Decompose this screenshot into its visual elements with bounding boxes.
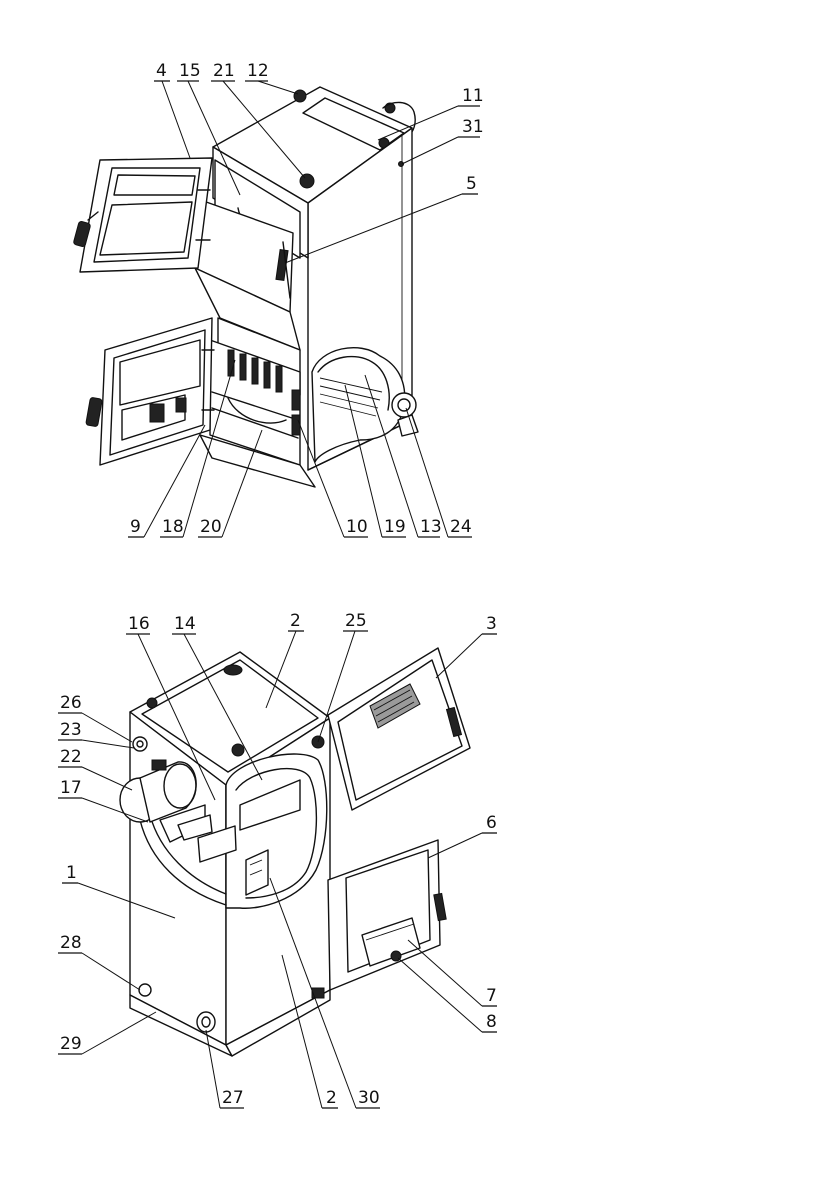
callout-4: 4: [154, 61, 191, 159]
svg-text:22: 22: [60, 747, 82, 767]
svg-text:30: 30: [358, 1088, 380, 1108]
svg-text:2: 2: [326, 1088, 337, 1108]
callout-17: 17: [58, 778, 149, 823]
lower-door-open: [85, 317, 215, 466]
callout-6: 6: [427, 813, 497, 859]
boiler-rear-view: [119, 647, 471, 1057]
svg-text:16: 16: [128, 614, 150, 634]
callout-23: 23: [58, 720, 135, 749]
callout-13: 13: [364, 374, 442, 538]
callout-11: 11: [377, 86, 484, 141]
callout-14: 14: [172, 614, 263, 781]
callout-18: 18: [160, 359, 236, 538]
upper-door-detached: [327, 647, 471, 811]
callout-28: 28: [58, 933, 141, 991]
callout-29: 29: [58, 1011, 157, 1055]
svg-text:3: 3: [486, 614, 497, 634]
callout-9: 9: [128, 424, 206, 538]
svg-text:2: 2: [290, 611, 301, 631]
svg-text:12: 12: [247, 61, 269, 81]
callout-30: 30: [269, 877, 380, 1109]
svg-text:9: 9: [130, 517, 141, 537]
svg-text:4: 4: [156, 61, 167, 81]
svg-text:13: 13: [420, 517, 442, 537]
callout-10: 10: [297, 419, 368, 538]
svg-text:14: 14: [174, 614, 196, 634]
upper-door-open: [73, 157, 213, 273]
callout-15: 15: [177, 61, 241, 196]
callout-5: 5: [284, 174, 478, 264]
callout-2-top: 2: [265, 611, 304, 709]
callout-19: 19: [344, 384, 406, 538]
svg-text:23: 23: [60, 720, 82, 740]
svg-text:27: 27: [222, 1088, 244, 1108]
svg-text:1: 1: [66, 863, 77, 883]
svg-text:6: 6: [486, 813, 497, 833]
svg-text:21: 21: [213, 61, 235, 81]
callout-26: 26: [58, 693, 133, 743]
callout-8: 8: [397, 957, 497, 1033]
svg-text:20: 20: [200, 517, 222, 537]
svg-text:31: 31: [462, 117, 484, 137]
svg-text:11: 11: [462, 86, 484, 106]
firebox-grate: [209, 339, 301, 466]
callout-2-bottom: 2: [281, 954, 338, 1109]
callout-27: 27: [205, 1029, 244, 1109]
svg-text:7: 7: [486, 986, 497, 1006]
svg-text:15: 15: [179, 61, 201, 81]
callout-22: 22: [58, 747, 133, 791]
callout-21: 21: [211, 61, 306, 179]
svg-text:8: 8: [486, 1012, 497, 1032]
callout-24: 24: [405, 407, 472, 538]
callout-7: 7: [407, 939, 497, 1007]
callout-1: 1: [62, 863, 176, 919]
callout-12: 12: [245, 61, 299, 95]
svg-text:29: 29: [60, 1034, 82, 1054]
callout-3: 3: [435, 614, 497, 679]
callout-16: 16: [126, 614, 216, 801]
svg-text:18: 18: [162, 517, 184, 537]
svg-text:17: 17: [60, 778, 82, 798]
svg-text:5: 5: [466, 174, 477, 194]
svg-text:24: 24: [450, 517, 472, 537]
flue-collar: [119, 759, 237, 863]
boiler-front-view: [73, 86, 419, 488]
svg-text:25: 25: [345, 611, 367, 631]
svg-text:19: 19: [384, 517, 406, 537]
svg-text:28: 28: [60, 933, 82, 953]
callout-31: 31: [401, 117, 484, 165]
callout-25: 25: [317, 611, 368, 743]
callout-20: 20: [198, 429, 263, 538]
svg-text:26: 26: [60, 693, 82, 713]
lower-door-detached: [327, 839, 447, 991]
svg-text:10: 10: [346, 517, 368, 537]
